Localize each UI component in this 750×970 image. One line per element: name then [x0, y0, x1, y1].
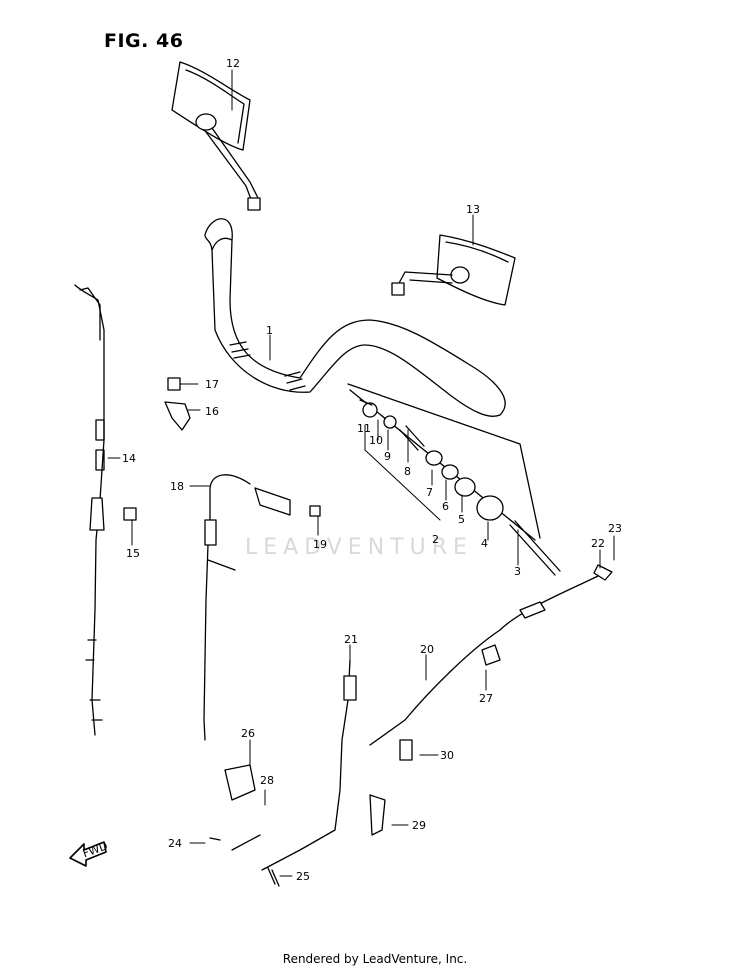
- callout-18: 18: [170, 480, 184, 493]
- callout-2: 2: [432, 533, 439, 546]
- bracket-and-bolt: [164, 377, 191, 431]
- clutch-cable: [369, 564, 613, 746]
- callout-7: 7: [426, 486, 433, 499]
- callout-numbers: 1 2 3 4 5 6 7 8 9 10 11 12 13 14 15 16 1…: [81, 57, 622, 883]
- callout-25: 25: [296, 870, 310, 883]
- callout-15: 15: [126, 547, 140, 560]
- fwd-label: FWD: [81, 839, 110, 860]
- callout-21: 21: [344, 633, 358, 646]
- switch-cable: [203, 474, 321, 741]
- fwd-arrow-icon: [69, 841, 107, 867]
- callout-9: 9: [384, 450, 391, 463]
- grip-assembly: [347, 383, 561, 576]
- credit-line: Rendered by LeadVenture, Inc.: [282, 952, 468, 966]
- callout-11: 11: [357, 422, 371, 435]
- mirror-left: [171, 61, 261, 211]
- callout-1: 1: [266, 324, 273, 337]
- callout-27: 27: [479, 692, 493, 705]
- leader-lines: [107, 69, 615, 877]
- callout-14: 14: [122, 452, 136, 465]
- callout-19: 19: [313, 538, 327, 551]
- callout-13: 13: [466, 203, 480, 216]
- callout-30: 30: [440, 749, 454, 762]
- callout-5: 5: [458, 513, 465, 526]
- callout-23: 23: [608, 522, 622, 535]
- callout-12: 12: [226, 57, 240, 70]
- throttle-cable: [74, 284, 137, 736]
- callout-3: 3: [514, 565, 521, 578]
- callout-8: 8: [404, 465, 411, 478]
- callout-10: 10: [369, 434, 383, 447]
- callout-16: 16: [205, 405, 219, 418]
- callout-6: 6: [442, 500, 449, 513]
- callout-28: 28: [260, 774, 274, 787]
- callout-29: 29: [412, 819, 426, 832]
- leadventure-watermark: LEADVENTURE: [245, 535, 473, 560]
- callout-4: 4: [481, 537, 488, 550]
- callout-22: 22: [591, 537, 605, 550]
- figure-title: FIG. 46: [104, 30, 184, 52]
- callout-17: 17: [205, 378, 219, 391]
- callout-26: 26: [241, 727, 255, 740]
- handlebar: [204, 218, 506, 417]
- callout-20: 20: [420, 643, 434, 656]
- brake-cable: [209, 659, 413, 887]
- callout-24: 24: [168, 837, 182, 850]
- mirror-right: [391, 234, 516, 306]
